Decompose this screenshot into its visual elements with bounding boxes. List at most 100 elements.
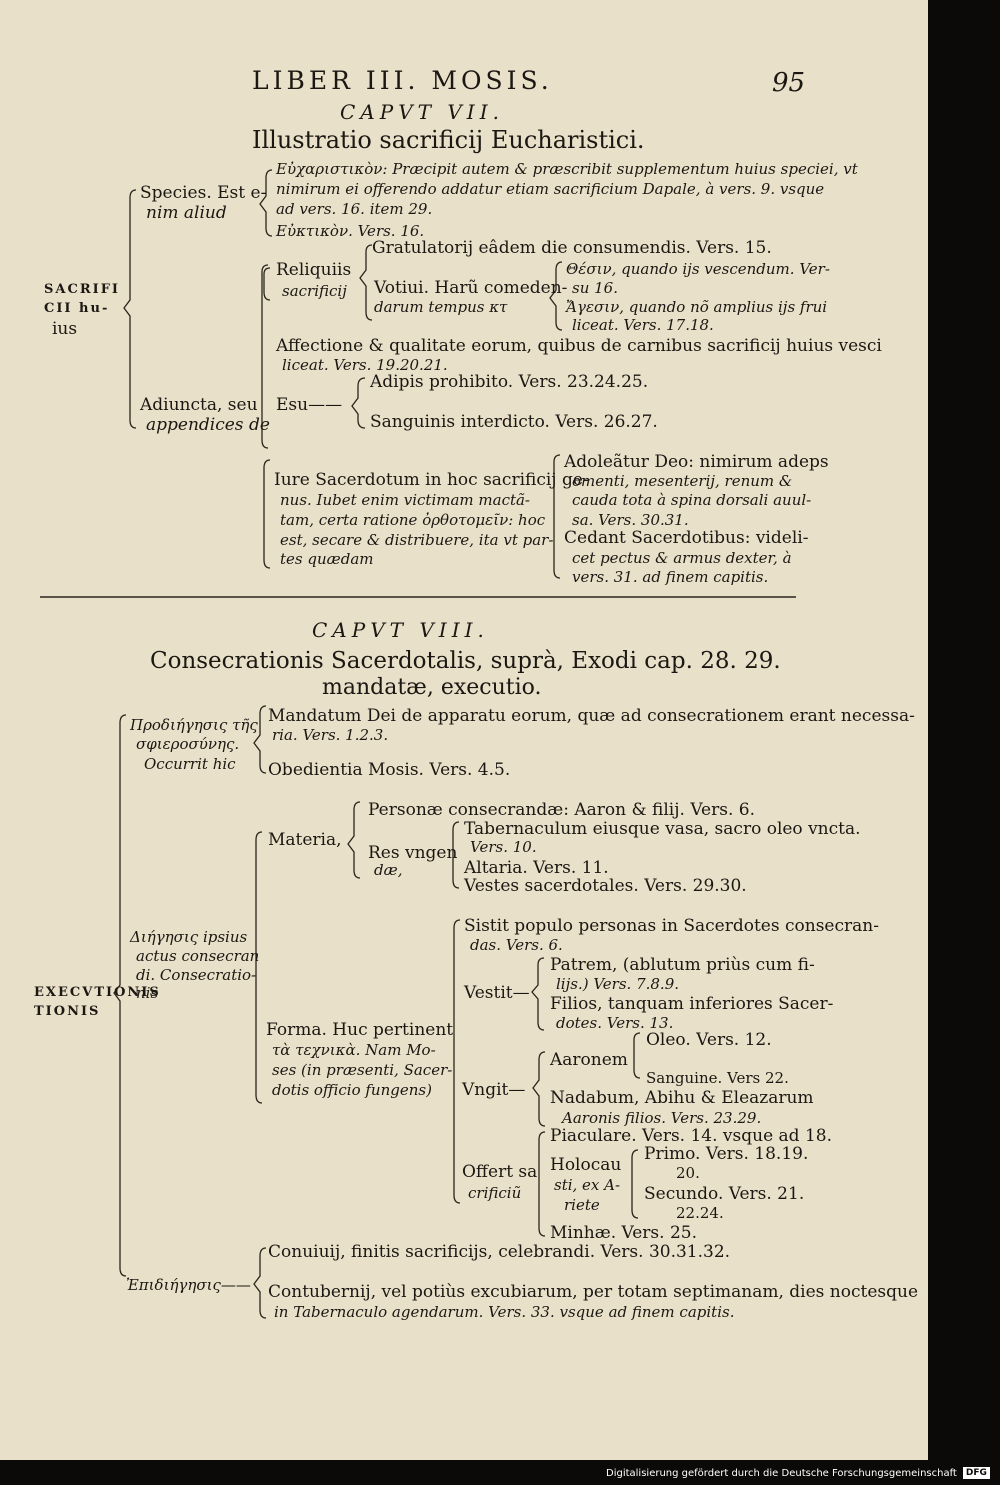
primo-line1: Primo. Vers. 18.19.	[644, 1144, 809, 1164]
adiuncta-label-line2: appendices de	[146, 415, 270, 435]
euktikon: Εὐκτικὸν. Vers. 16.	[276, 222, 425, 240]
nadabum-line2: Aaronis filios. Vers. 23.29.	[562, 1109, 762, 1127]
sanguine: Sanguine. Vers 22.	[646, 1069, 789, 1087]
iure-line2: nus. Iubet enim victimam mactã-	[280, 491, 531, 509]
filios-line1: Filios, tanquam inferiores Sacer-	[550, 994, 834, 1014]
filios-line2: dotes. Vers. 13.	[556, 1014, 674, 1032]
book-page: LIBER III. MOSIS. 95 CAPVT VII. Illustra…	[0, 0, 928, 1460]
gratulatorij: Gratulatorij eâdem die consumendis. Vers…	[372, 238, 772, 258]
contubernij-line1: Contubernij, vel potiùs excubiarum, per …	[268, 1282, 919, 1302]
epidiegesis-label: Ἐπιδιήγησις——	[126, 1276, 251, 1294]
root-label-line1: SACRIFI	[44, 282, 121, 297]
adoleatur-line4: sa. Vers. 30.31.	[572, 511, 689, 529]
aaronem: Aaronem	[550, 1050, 628, 1070]
iure-line1: Iure Sacerdotum in hoc sacrificij ge-	[274, 470, 589, 490]
vestit-label: Vestit—	[464, 983, 530, 1003]
prodiegesis-line2: σφιεροσύνης.	[136, 735, 240, 753]
holocausti-line3: riete	[564, 1196, 600, 1214]
diegesis-line3: di. Consecratio-	[136, 966, 257, 984]
adoleatur-line1: Adoleãtur Deo: nimirum adeps	[564, 452, 829, 472]
agesin-line1: Ἄγεσιν, quando nõ amplius ijs frui	[566, 298, 828, 316]
conuiuij: Conuiuij, finitis sacrificijs, celebrand…	[268, 1242, 731, 1262]
running-title: LIBER III. MOSIS.	[252, 66, 553, 95]
votiui-line1: Votiui. Harũ comeden-	[374, 278, 568, 298]
digitization-footer: Digitalisierung gefördert durch die Deut…	[606, 1461, 1000, 1485]
holocausti-line1: Holocau	[550, 1155, 622, 1175]
offert-label-line2: crificiũ	[468, 1184, 522, 1202]
tabernaculum-line2: Vers. 10.	[470, 838, 537, 856]
holocausti-line2: sti, ex A-	[554, 1176, 621, 1194]
adoleatur-line2: omenti, mesenterij, renum &	[572, 472, 793, 490]
adoleatur-line3: cauda tota à spina dorsali auul-	[572, 491, 812, 509]
patrem-line1: Patrem, (ablutum priùs cum fi-	[550, 955, 815, 975]
reliquiis-label-line1: Reliquiis	[276, 260, 352, 280]
forma-line3: ses (in præsenti, Sacer-	[272, 1061, 453, 1079]
root-label-line3: ius	[52, 319, 78, 339]
caput-8-title-line2: mandatæ, executio.	[322, 675, 542, 700]
diegesis-line4: nis	[136, 984, 159, 1002]
esu-label: Esu——	[276, 395, 343, 415]
personae: Personæ consecrandæ: Aaron & filij. Vers…	[368, 800, 755, 820]
eucharisticon-line3: ad vers. 16. item 29.	[276, 200, 433, 218]
cedant-line1: Cedant Sacerdotibus: videli-	[564, 528, 809, 548]
reliquiis-label-line2: sacrificij	[282, 282, 347, 300]
adipis: Adipis prohibito. Vers. 23.24.25.	[370, 372, 649, 392]
cedant-line3: vers. 31. ad finem capitis.	[572, 568, 769, 586]
diegesis-line1: Διήγησις ipsius	[130, 928, 248, 946]
footer-credit: Digitalisierung gefördert durch die Deut…	[606, 1467, 957, 1479]
dfg-logo-icon: DFG	[962, 1467, 990, 1479]
forma-line4: dotis officio fungens)	[272, 1081, 432, 1099]
res-label-line2: dæ,	[374, 861, 403, 879]
species-label-line2: nim aliud	[146, 203, 227, 223]
thesin-line2: su 16.	[572, 279, 618, 297]
res-label-line1: Res vngen	[368, 843, 458, 863]
exec-root-line2: TIONIS	[34, 1004, 101, 1019]
caput-7-title: Illustratio sacrificij Eucharistici.	[252, 126, 645, 154]
sanguinis: Sanguinis interdicto. Vers. 26.27.	[370, 412, 658, 432]
primo-line2: 20.	[676, 1164, 700, 1182]
iure-line4: est, secare & distribuere, ita vt par-	[280, 531, 554, 549]
secundo-line2: 22.24.	[676, 1204, 724, 1222]
exec-root-line1: EXECVTIONIS	[34, 985, 161, 1000]
affectione-line1: Affectione & qualitate eorum, quibus de …	[276, 336, 882, 356]
minhae: Minhæ. Vers. 25.	[550, 1223, 697, 1243]
species-label-line1: Species. Est e-	[140, 183, 267, 203]
caput-7-heading: CAPVT VII.	[340, 100, 504, 124]
adiuncta-label-line1: Adiuncta, seu	[140, 395, 258, 415]
forma-line1: Forma. Huc pertinent	[266, 1020, 454, 1040]
mandatum-line2: ria. Vers. 1.2.3.	[272, 726, 389, 744]
diegesis-line2: actus consecran	[136, 947, 260, 965]
eucharisticon-line1: Εὐχαριστικὸν: Præcipit autem & præscribi…	[276, 160, 858, 178]
altaria: Altaria. Vers. 11.	[464, 858, 609, 878]
caput-8-heading: CAPVT VIII.	[312, 618, 489, 642]
cedant-line2: cet pectus & armus dexter, à	[572, 549, 792, 567]
prodiegesis-line1: Προδιήγησις τῆς	[130, 716, 258, 734]
secundo-line1: Secundo. Vers. 21.	[644, 1184, 805, 1204]
oleo: Oleo. Vers. 12.	[646, 1030, 772, 1050]
vngit-label: Vngit—	[462, 1080, 526, 1100]
eucharisticon-line2: nimirum ei offerendo addatur etiam sacri…	[276, 180, 825, 198]
affectione-line2: liceat. Vers. 19.20.21.	[282, 356, 448, 374]
contubernij-line2: in Tabernaculo agendarum. Vers. 33. vsqu…	[274, 1303, 735, 1321]
piaculare: Piaculare. Vers. 14. vsque ad 18.	[550, 1126, 833, 1146]
tabernaculum-line1: Tabernaculum eiusque vasa, sacro oleo vn…	[464, 819, 861, 839]
offert-label-line1: Offert sa	[462, 1162, 538, 1182]
page-number: 95	[772, 68, 806, 98]
forma-line2: τὰ τεχνικὰ. Nam Mo-	[272, 1041, 436, 1059]
agesin-line2: liceat. Vers. 17.18.	[572, 316, 714, 334]
materia-label: Materia,	[268, 830, 342, 850]
patrem-line2: lijs.) Vers. 7.8.9.	[556, 975, 680, 993]
root-label-line2: CII hu-	[44, 301, 110, 316]
thesin-line1: Θέσιν, quando ijs vescendum. Ver-	[566, 260, 830, 278]
iure-line5: tes quædam	[280, 550, 374, 568]
iure-line3: tam, certa ratione ὀρθοτομεῖν: hoc	[280, 511, 546, 529]
obedientia: Obedientia Mosis. Vers. 4.5.	[268, 760, 511, 780]
sistit-line2: das. Vers. 6.	[470, 936, 563, 954]
caput-8-title-line1: Consecrationis Sacerdotalis, suprà, Exod…	[150, 648, 781, 674]
mandatum-line1: Mandatum Dei de apparatu eorum, quæ ad c…	[268, 706, 915, 726]
nadabum-line1: Nadabum, Abihu & Eleazarum	[550, 1088, 814, 1108]
prodiegesis-line3: Occurrit hic	[144, 755, 236, 773]
vestes: Vestes sacerdotales. Vers. 29.30.	[464, 876, 747, 896]
votiui-line2: darum tempus κτ	[374, 298, 508, 316]
sistit-line1: Sistit populo personas in Sacerdotes con…	[464, 916, 879, 936]
